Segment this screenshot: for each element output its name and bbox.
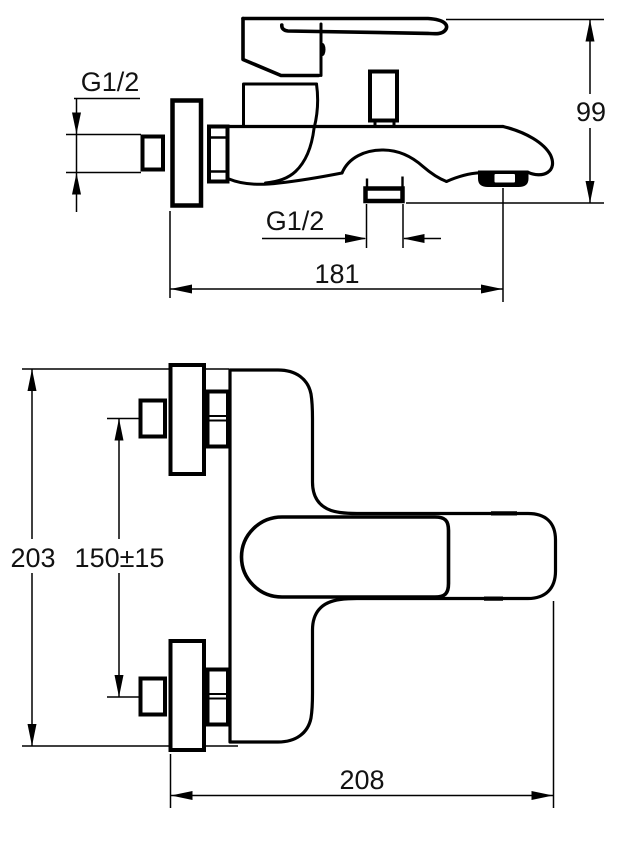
cartridge-housing-seam bbox=[264, 82, 320, 185]
arrow-right-icon bbox=[481, 284, 503, 294]
faucet-front-body bbox=[228, 368, 558, 744]
arrow-left-icon bbox=[170, 284, 192, 294]
escutcheon-flange bbox=[170, 98, 204, 208]
arrow-up-icon bbox=[585, 19, 595, 42]
body-underside-left bbox=[227, 171, 344, 186]
front-width-label: 208 bbox=[339, 765, 384, 795]
front-view: 203 150±15 208 bbox=[10, 363, 558, 808]
inlet-thread-label: G1/2 bbox=[81, 67, 140, 97]
faucet-side-body bbox=[227, 16, 555, 204]
arrow-right-icon bbox=[531, 791, 553, 800]
front-view-lower-inlet bbox=[138, 639, 230, 752]
shower-outlet-slot bbox=[494, 174, 515, 183]
label-mask bbox=[72, 539, 166, 573]
arrow-down-icon bbox=[27, 724, 37, 746]
arrow-up-icon bbox=[72, 173, 81, 195]
wall-nipple bbox=[140, 134, 165, 172]
diverter-knob bbox=[368, 69, 399, 123]
label-mask bbox=[573, 94, 609, 128]
arrow-up-icon bbox=[114, 418, 124, 441]
inlet-spacing-label: 150±15 bbox=[75, 543, 165, 573]
front-view-upper-inlet bbox=[138, 363, 230, 476]
body-spout-end bbox=[501, 124, 555, 177]
lever-pivot-pin bbox=[319, 43, 326, 56]
lever-handle bbox=[241, 16, 449, 36]
wall-nipple bbox=[138, 398, 167, 439]
label-mask bbox=[10, 539, 56, 573]
arrow-right-icon bbox=[345, 234, 367, 243]
mounting-hex-nut bbox=[205, 667, 230, 727]
body-front-outline bbox=[228, 368, 558, 744]
mounting-hex-nut bbox=[207, 124, 230, 184]
height-label: 99 bbox=[576, 97, 606, 127]
front-view-dimension-labels: 203 150±15 208 bbox=[10, 539, 385, 795]
arrow-left-icon bbox=[171, 791, 193, 800]
depth-label: 181 bbox=[314, 259, 359, 289]
mounting-hex-nut bbox=[205, 389, 230, 449]
outlet-thread-label: G1/2 bbox=[266, 206, 325, 236]
side-view-dimension-labels: G1/2 G1/2 181 99 bbox=[81, 67, 609, 289]
front-height-label: 203 bbox=[10, 543, 55, 573]
cartridge-housing bbox=[242, 82, 318, 128]
arrow-down-icon bbox=[585, 181, 595, 203]
arrow-left-icon bbox=[403, 234, 425, 243]
arrow-down-icon bbox=[114, 675, 124, 697]
spout-outlet bbox=[363, 186, 405, 204]
arrow-up-icon bbox=[27, 369, 37, 391]
wall-nipple bbox=[138, 676, 167, 717]
side-view-wall-connection bbox=[140, 98, 230, 208]
escutcheon-flange bbox=[168, 363, 206, 476]
spout-arch bbox=[340, 148, 448, 183]
side-view: G1/2 G1/2 181 99 bbox=[66, 16, 609, 302]
body-underside-right bbox=[445, 171, 481, 183]
side-view-dimension-lines bbox=[66, 18, 604, 302]
lever-handle-front bbox=[239, 515, 451, 599]
arrow-down-icon bbox=[72, 112, 81, 134]
escutcheon-flange bbox=[168, 639, 206, 752]
lever-base-block bbox=[241, 16, 321, 78]
